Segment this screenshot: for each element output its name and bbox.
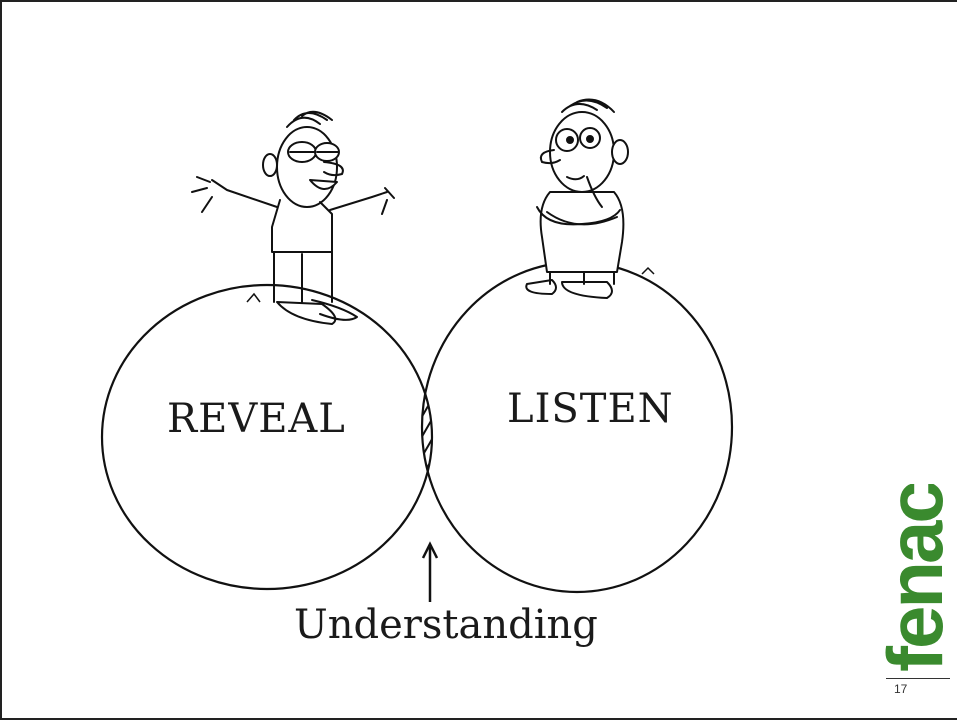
page-number: 17 <box>894 682 908 696</box>
fenaco-logo-text: fenaco <box>871 484 954 672</box>
listen-label: LISTEN <box>507 386 674 432</box>
listening-person-figure <box>525 98 629 299</box>
up-arrow-icon <box>421 541 439 602</box>
fenaco-logo: fenaco <box>871 484 954 672</box>
footer-rule <box>886 678 950 679</box>
revealing-person-figure <box>191 110 395 325</box>
reveal-label: REVEAL <box>167 396 346 442</box>
reveal-circle <box>100 283 434 591</box>
understanding-label: Understanding <box>294 602 598 648</box>
grass-tufts <box>246 266 655 303</box>
